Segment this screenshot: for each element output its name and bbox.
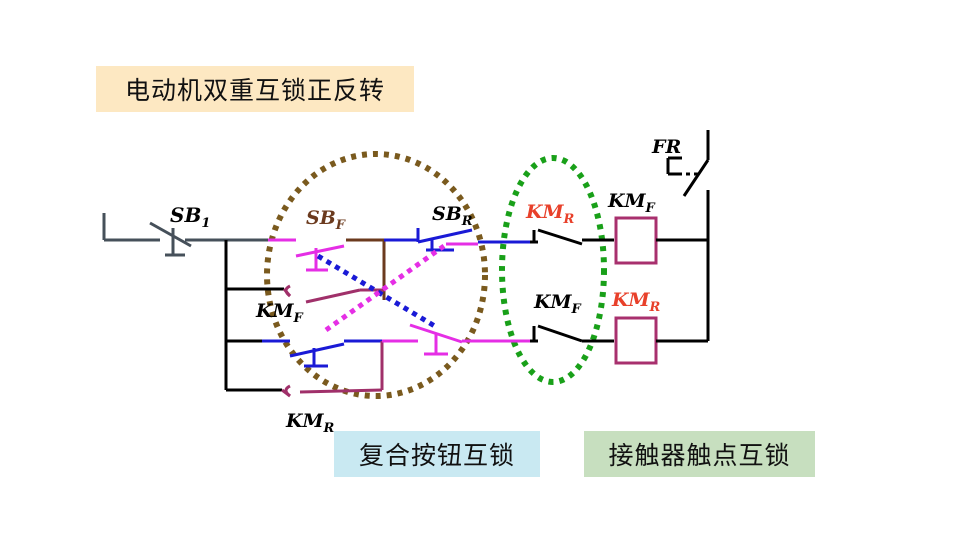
sbr-nc-contact-lower [382, 323, 530, 356]
kmr-interlock-contact [530, 228, 614, 246]
sb1-base: SB [170, 203, 201, 227]
fr-overload-contact [666, 130, 710, 197]
kmr-interlock-sub: R [563, 212, 575, 227]
sbf-link-dashed [316, 253, 440, 331]
contactor-interlock-ellipse [499, 155, 607, 385]
kmr-holding-sub: R [323, 421, 335, 436]
sb1-sub: 1 [201, 216, 210, 231]
fr-label: FR [651, 136, 681, 158]
kmr-interlock-label: KMR [525, 201, 575, 227]
compound-interlock-label: 复合按钮互锁 [334, 431, 540, 477]
kmr-holding-base: KM [285, 410, 325, 432]
kmr-coil-sub: R [649, 300, 661, 315]
kmr-holding-label: KMR [285, 410, 335, 436]
kmr-coil-label: KMR [611, 289, 661, 315]
kmf-coil [614, 216, 658, 265]
right-bus-wire [656, 190, 710, 343]
sbr-sub: R [461, 214, 473, 229]
sbf-no-contact-lower [262, 339, 384, 390]
sb1-label: SB1 [170, 203, 210, 231]
kmf-holding-label: KMF [255, 300, 304, 326]
sbf-base: SB [306, 207, 336, 229]
sbr-contacts [416, 228, 530, 252]
kmr-interlock-base: KM [525, 201, 565, 223]
sbr-base: SB [432, 203, 462, 225]
kmr-coil [614, 316, 658, 365]
kmf-interlock-base: KM [533, 291, 573, 313]
kmf-interlock-sub: F [571, 302, 582, 317]
fr-base: FR [651, 136, 681, 158]
diagram-title: 电动机双重互锁正反转 [96, 66, 414, 112]
sbf-contacts [268, 238, 418, 300]
kmf-holding-sub: F [293, 311, 304, 326]
contactor-interlock-label: 接触器触点互锁 [584, 431, 815, 477]
kmf-coil-label: KMF [607, 190, 656, 216]
sbr-label: SBR [432, 203, 473, 229]
sbf-sub: F [335, 218, 346, 233]
left-bus-wire [224, 240, 284, 392]
kmr-coil-base: KM [611, 289, 651, 311]
sbr-link-dashed [324, 243, 446, 333]
sbf-label: SBF [306, 207, 346, 233]
kmf-coil-sub: F [645, 201, 656, 216]
kmf-interlock-contact [530, 324, 614, 343]
compound-interlock-ellipse [264, 151, 488, 399]
kmf-holding-base: KM [255, 300, 295, 322]
kmf-coil-base: KM [607, 190, 647, 212]
kmr-holding-contact [281, 384, 383, 398]
kmf-interlock-label: KMF [533, 291, 582, 317]
